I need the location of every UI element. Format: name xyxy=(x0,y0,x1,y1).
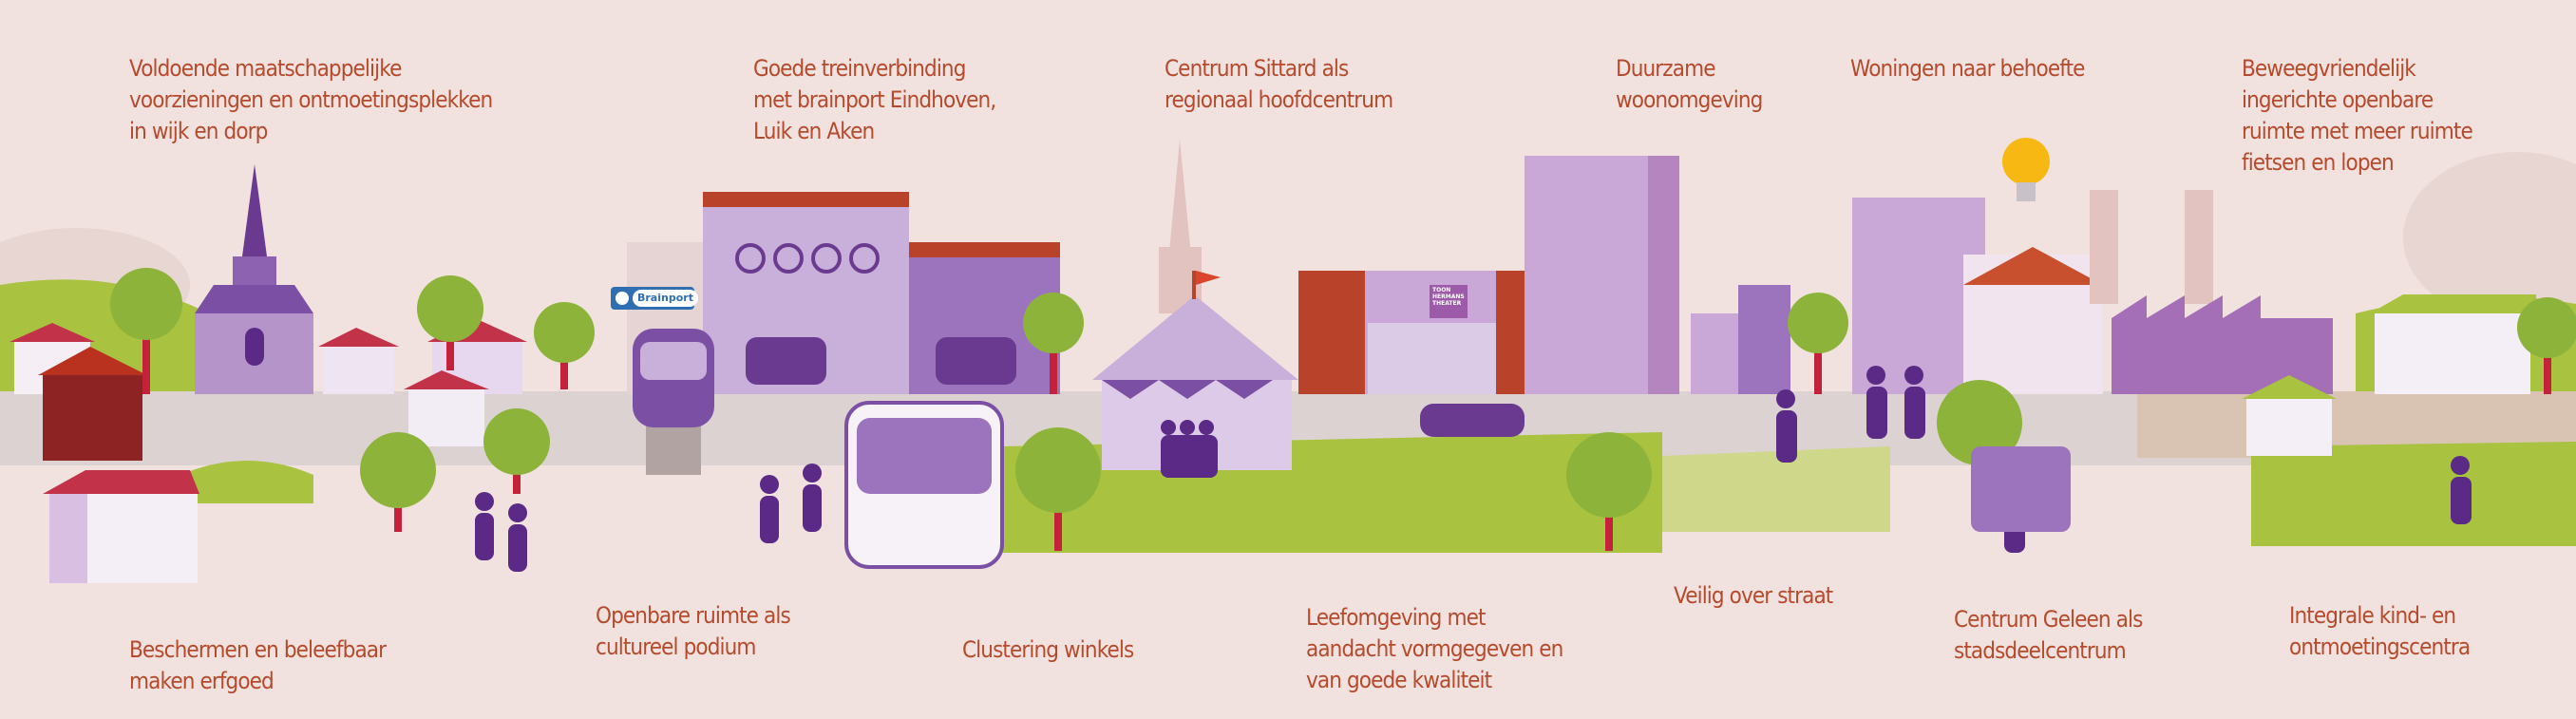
label-line: ruimte met meer ruimte xyxy=(2242,118,2473,144)
label-treinverbinding: Goede treinverbinding met brainport Eind… xyxy=(753,53,996,147)
label-line: in wijk en dorp xyxy=(129,118,268,144)
label-centrum-sittard: Centrum Sittard als regionaal hoofdcentr… xyxy=(1165,53,1393,116)
label-line: Clustering winkels xyxy=(962,636,1134,663)
label-line: Goede treinverbinding xyxy=(753,55,966,82)
label-line: ingerichte openbare xyxy=(2242,86,2434,113)
label-line: Duurzame xyxy=(1616,55,1715,82)
label-line: cultureel podium xyxy=(596,634,756,660)
train xyxy=(633,329,714,475)
label-line: Beweegvriendelijk xyxy=(2242,55,2416,82)
label-beweegvriendelijk: Beweegvriendelijk ingerichte openbare ru… xyxy=(2242,53,2473,179)
theater-sign-line: HERMANS xyxy=(1432,293,1465,300)
label-line: Veilig over straat xyxy=(1674,582,1833,609)
label-line: fietsen en lopen xyxy=(2242,149,2395,176)
food-truck xyxy=(1971,446,2071,532)
label-duurzame-woonomgeving: Duurzame woonomgeving xyxy=(1616,53,1763,116)
brainport-sign: Brainport xyxy=(611,287,698,310)
label-line: Openbare ruimte als xyxy=(596,602,791,629)
label-clustering-winkels: Clustering winkels xyxy=(962,634,1134,666)
church xyxy=(195,164,313,394)
apartment-buildings xyxy=(1525,156,2103,394)
label-line: Integrale kind- en xyxy=(2289,602,2456,629)
trees xyxy=(110,268,2576,551)
label-line: regionaal hoofdcentrum xyxy=(1165,86,1393,113)
factory xyxy=(2090,190,2333,394)
lightbulb-icon xyxy=(2002,138,2050,201)
label-line: Centrum Geleen als xyxy=(1954,606,2143,633)
label-line: Voldoende maatschappelijke xyxy=(129,55,402,82)
label-line: woonomgeving xyxy=(1616,86,1763,113)
people xyxy=(475,366,2472,572)
label-line: aandacht vormgegeven en xyxy=(1306,635,1563,662)
label-line: Woningen naar behoefte xyxy=(1850,55,2085,82)
label-centrum-geleen: Centrum Geleen als stadsdeelcentrum xyxy=(1954,604,2143,667)
label-cultureel-podium: Openbare ruimte als cultureel podium xyxy=(596,600,791,663)
label-line: ontmoetingscentra xyxy=(2289,634,2471,660)
brainport-sign-label: Brainport xyxy=(633,290,698,307)
label-line: met brainport Eindhoven, xyxy=(753,86,996,113)
label-veilig-over-straat: Veilig over straat xyxy=(1674,580,1833,612)
label-line: maken erfgoed xyxy=(129,668,275,694)
bus xyxy=(844,401,1004,569)
label-line: stadsdeelcentrum xyxy=(1954,637,2127,664)
theater xyxy=(1298,271,1525,394)
label-line: voorzieningen en ontmoetingsplekken xyxy=(129,86,493,113)
label-erfgoed: Beschermen en beleefbaar maken erfgoed xyxy=(129,634,387,697)
label-woningen: Woningen naar behoefte xyxy=(1850,53,2085,85)
car xyxy=(1420,404,1525,437)
houses-left xyxy=(9,318,527,583)
houses-right xyxy=(2242,294,2536,456)
label-line: Leefomgeving met xyxy=(1306,604,1486,631)
label-line: Centrum Sittard als xyxy=(1165,55,1349,82)
theater-sign-line: THEATER xyxy=(1432,300,1462,307)
theater-sign-line: TOON xyxy=(1432,287,1451,293)
label-leefomgeving: Leefomgeving met aandacht vormgegeven en… xyxy=(1306,602,1563,696)
label-line: Luik en Aken xyxy=(753,118,875,144)
label-line: van goede kwaliteit xyxy=(1306,667,1492,693)
theater-sign: TOON HERMANS THEATER xyxy=(1432,287,1465,307)
label-line: Beschermen en beleefbaar xyxy=(129,636,387,663)
train-icon xyxy=(616,292,629,305)
label-kindcentra: Integrale kind- en ontmoetingscentra xyxy=(2289,600,2471,663)
label-voorzieningen: Voldoende maatschappelijke voorzieningen… xyxy=(129,53,493,147)
